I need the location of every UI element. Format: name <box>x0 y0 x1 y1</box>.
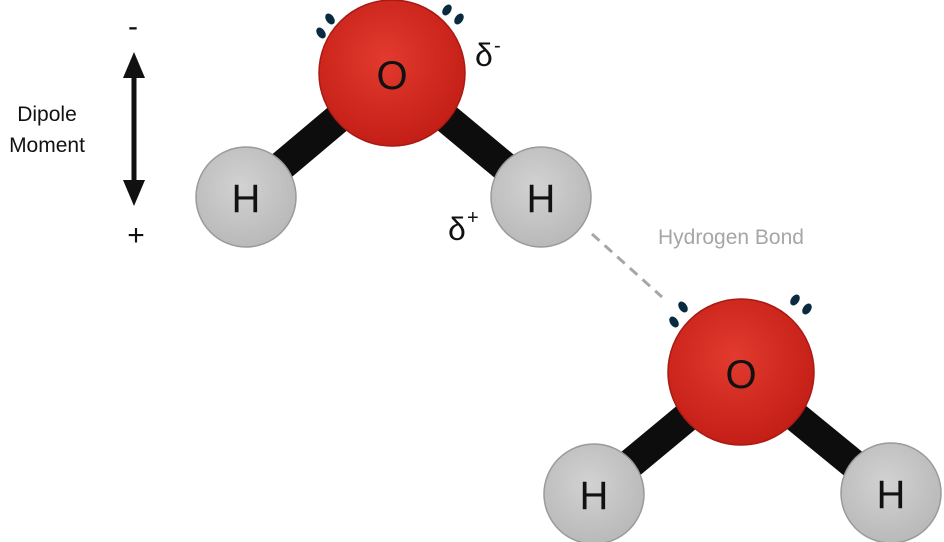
water-molecule-1: H H O <box>195 0 592 248</box>
delta-positive-symbol: δ <box>448 211 466 247</box>
dipole-label-line2: Moment <box>9 134 85 157</box>
hydrogen-bond: Hydrogen Bond <box>590 226 804 299</box>
hydrogen-atom-1-right <box>490 146 592 248</box>
oxygen-atom-2 <box>667 298 815 446</box>
delta-negative-sup: - <box>494 35 501 57</box>
hydrogen-label-2-right: H <box>877 473 906 517</box>
lone-pair-2-left <box>669 301 688 328</box>
hydrogen-label-2-left: H <box>580 474 609 518</box>
hydrogen-bond-dashed-line <box>590 232 664 299</box>
dipole-indicator: - + Dipole Moment <box>9 10 145 252</box>
oxygen-atom-1 <box>318 0 466 147</box>
lone-pair-1-right <box>442 4 464 25</box>
hydrogen-atom-2-left <box>543 443 645 542</box>
oxygen-label-1: O <box>376 54 407 98</box>
dipole-minus-sign: - <box>128 10 138 43</box>
dipole-plus-sign: + <box>127 219 145 252</box>
hydrogen-atom-2-right <box>840 442 942 542</box>
dipole-arrow-head-down <box>123 180 145 206</box>
dipole-label-line1: Dipole <box>17 103 77 126</box>
delta-positive-sup: + <box>467 207 479 229</box>
hydrogen-label-1-right: H <box>527 177 556 221</box>
lone-pair-1-left <box>316 13 335 39</box>
water-molecule-2: H H O <box>543 294 942 542</box>
lone-pair-2-right <box>790 294 812 315</box>
delta-negative-symbol: δ <box>475 37 493 73</box>
partial-charge-positive: δ + <box>448 207 479 247</box>
hydrogen-atom-1-left <box>195 146 297 248</box>
hydrogen-label-1-left: H <box>232 177 261 221</box>
partial-charge-negative: δ - <box>475 35 501 73</box>
dipole-arrow-head-up <box>123 52 145 78</box>
oxygen-label-2: O <box>725 353 756 397</box>
hydrogen-bond-label: Hydrogen Bond <box>658 226 804 249</box>
